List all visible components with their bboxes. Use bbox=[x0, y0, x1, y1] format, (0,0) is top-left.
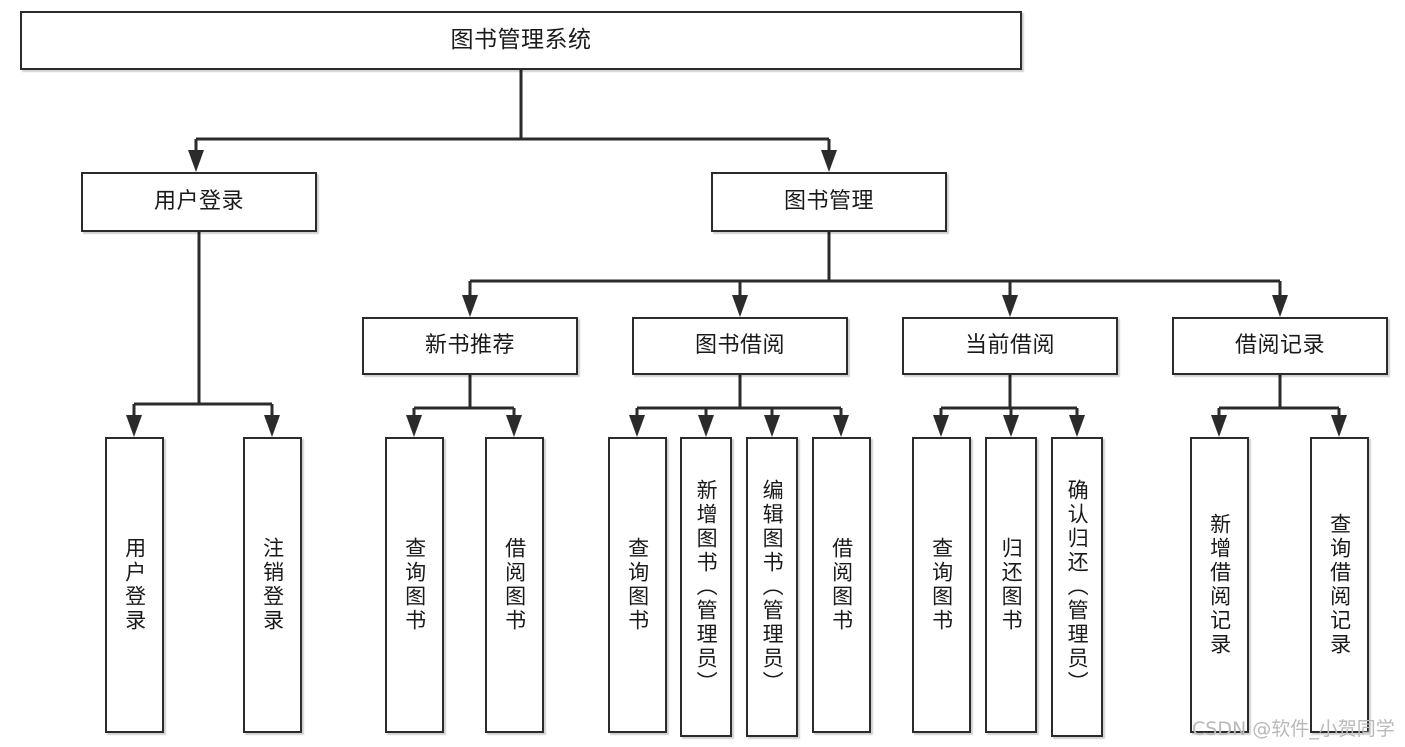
arrow-to-book-borrow-head bbox=[732, 295, 748, 317]
arrow-to-book-management-head bbox=[821, 150, 837, 172]
csdn-watermark: CSDN @软件_小贺同学 bbox=[1192, 718, 1395, 740]
node-leaf-query-book-2-label: 查询图书 bbox=[625, 537, 650, 633]
arrow-heads-group bbox=[126, 150, 1347, 437]
node-new-book-recommend[interactable]: 新书推荐 bbox=[362, 317, 578, 375]
arrow-to-leaf-confirm-return-head bbox=[1069, 415, 1085, 437]
node-leaf-borrow-book-1-label: 借阅图书 bbox=[502, 537, 527, 633]
node-leaf-user-login-label: 用户登录 bbox=[122, 537, 147, 633]
node-user-login-label: 用户登录 bbox=[153, 188, 244, 214]
arrow-to-user-login-head bbox=[188, 150, 204, 172]
arrow-to-leaf-borrow-book-2-head bbox=[833, 415, 849, 437]
arrow-to-leaf-add-book-head bbox=[698, 415, 714, 437]
arrow-to-leaf-return-book-head bbox=[1003, 415, 1019, 437]
node-book-management-label: 图书管理 bbox=[783, 188, 874, 214]
node-leaf-add-book[interactable]: 新增图书（管理员） bbox=[680, 437, 732, 737]
node-leaf-add-book-label: 新增图书（管理员） bbox=[694, 479, 719, 695]
node-leaf-confirm-return[interactable]: 确认归还（管理员） bbox=[1051, 437, 1103, 737]
node-leaf-edit-book-label: 编辑图书（管理员） bbox=[760, 479, 785, 695]
node-borrow-record-label: 借阅记录 bbox=[1234, 332, 1325, 358]
node-leaf-query-book-2[interactable]: 查询图书 bbox=[608, 437, 667, 733]
node-book-management[interactable]: 图书管理 bbox=[711, 172, 947, 232]
arrow-to-leaf-query-book-1-head bbox=[406, 415, 422, 437]
node-current-borrow[interactable]: 当前借阅 bbox=[902, 317, 1118, 375]
node-leaf-borrow-book-2-label: 借阅图书 bbox=[829, 537, 854, 633]
node-root-label: 图书管理系统 bbox=[450, 26, 592, 53]
node-leaf-edit-book[interactable]: 编辑图书（管理员） bbox=[746, 437, 798, 737]
arrow-to-new-book-recommend-head bbox=[462, 295, 478, 317]
node-root[interactable]: 图书管理系统 bbox=[20, 11, 1022, 70]
node-leaf-return-book-label: 归还图书 bbox=[999, 537, 1024, 633]
node-leaf-user-logout-label: 注销登录 bbox=[260, 537, 285, 633]
arrow-to-leaf-query-record-head bbox=[1331, 415, 1347, 437]
node-leaf-query-book-1[interactable]: 查询图书 bbox=[385, 437, 444, 733]
node-leaf-query-book-3-label: 查询图书 bbox=[929, 537, 954, 633]
arrow-to-leaf-edit-book-head bbox=[764, 415, 780, 437]
node-leaf-user-logout[interactable]: 注销登录 bbox=[243, 437, 302, 733]
node-leaf-borrow-book-2[interactable]: 借阅图书 bbox=[812, 437, 871, 733]
node-leaf-add-record-label: 新增借阅记录 bbox=[1207, 513, 1232, 657]
node-book-borrow-label: 图书借阅 bbox=[694, 332, 785, 358]
arrow-to-leaf-query-book-2-head bbox=[629, 415, 645, 437]
node-leaf-query-record[interactable]: 查询借阅记录 bbox=[1310, 437, 1369, 733]
arrow-to-current-borrow-head bbox=[1002, 295, 1018, 317]
node-leaf-query-record-label: 查询借阅记录 bbox=[1327, 513, 1352, 657]
arrow-to-leaf-query-book-3-head bbox=[933, 415, 949, 437]
node-leaf-confirm-return-label: 确认归还（管理员） bbox=[1065, 479, 1090, 695]
arrow-to-leaf-add-record-head bbox=[1211, 415, 1227, 437]
node-leaf-return-book[interactable]: 归还图书 bbox=[985, 437, 1037, 733]
node-new-book-recommend-label: 新书推荐 bbox=[424, 332, 515, 358]
node-user-login[interactable]: 用户登录 bbox=[81, 172, 317, 232]
node-current-borrow-label: 当前借阅 bbox=[964, 332, 1055, 358]
arrow-to-leaf-borrow-book-1-head bbox=[506, 415, 522, 437]
node-leaf-query-book-3[interactable]: 查询图书 bbox=[912, 437, 971, 733]
node-leaf-add-record[interactable]: 新增借阅记录 bbox=[1190, 437, 1249, 733]
arrow-to-leaf-user-logout-head bbox=[264, 415, 280, 437]
arrow-to-borrow-record-head bbox=[1272, 295, 1288, 317]
node-leaf-query-book-1-label: 查询图书 bbox=[402, 537, 427, 633]
node-leaf-borrow-book-1[interactable]: 借阅图书 bbox=[485, 437, 544, 733]
node-book-borrow[interactable]: 图书借阅 bbox=[632, 317, 848, 375]
node-leaf-user-login[interactable]: 用户登录 bbox=[105, 437, 164, 733]
arrow-to-leaf-user-login-head bbox=[126, 415, 142, 437]
node-borrow-record[interactable]: 借阅记录 bbox=[1172, 317, 1388, 375]
